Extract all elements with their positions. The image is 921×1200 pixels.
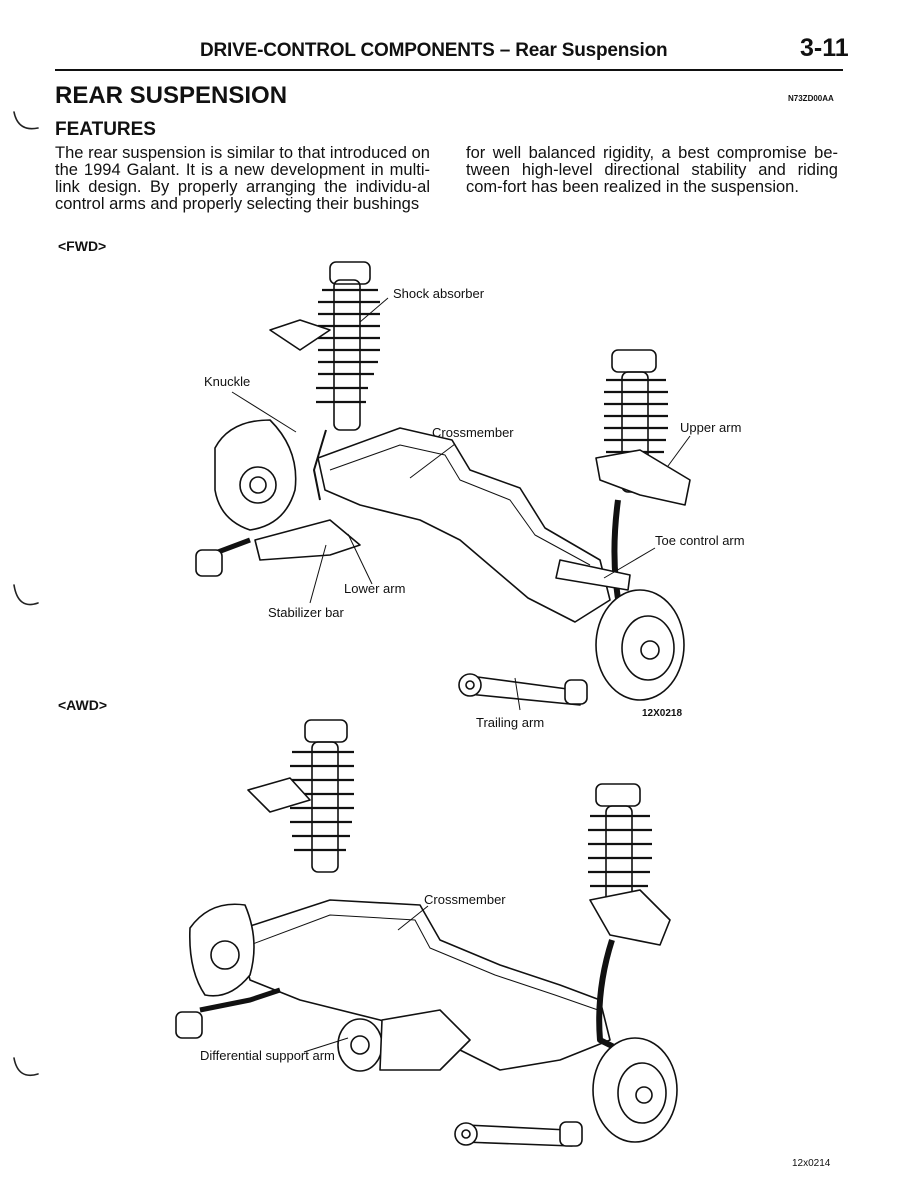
awd-right-mount <box>595 783 641 807</box>
label-lower-arm: Lower arm <box>344 581 406 596</box>
awd-suspension-drawing <box>175 719 678 1147</box>
fwd-trailing-arm <box>467 675 581 706</box>
binding-mark-middle <box>13 584 39 606</box>
awd-crossmember <box>237 899 611 1071</box>
header-rule <box>55 69 843 71</box>
body-column-right: for well balanced rigidity, a best compr… <box>466 144 838 196</box>
fwd-toe-control-arm <box>555 559 631 591</box>
label-knuckle: Knuckle <box>204 374 251 389</box>
fwd-left-mount <box>329 261 371 285</box>
running-header: DRIVE-CONTROL COMPONENTS – Rear Suspensi… <box>200 40 668 62</box>
binding-marks <box>13 111 39 1077</box>
label-crossmember-awd: Crossmember <box>424 892 506 907</box>
fwd-suspension-drawing <box>195 261 691 706</box>
figure-code-fwd: 12X0218 <box>642 708 683 719</box>
label-upper-arm: Upper arm <box>680 420 742 435</box>
label-toe-control-arm: Toe control arm <box>655 533 745 548</box>
binding-mark-top <box>13 111 39 130</box>
fwd-leader-lines <box>231 297 691 711</box>
fwd-crossmember <box>317 427 611 623</box>
doc-code: N73ZD00AA <box>788 94 834 103</box>
awd-leader-lines <box>303 905 429 1053</box>
fwd-right-mount <box>611 349 657 373</box>
fwd-lower-arm <box>254 519 361 561</box>
header-title-main: DRIVE-CONTROL COMPONENTS – <box>200 40 511 61</box>
label-shock-absorber: Shock absorber <box>393 286 485 301</box>
page-number: 3-11 <box>800 34 849 62</box>
label-stabilizer-bar: Stabilizer bar <box>268 605 344 620</box>
section-subtitle: FEATURES <box>55 119 156 140</box>
fwd-upper-arm <box>595 449 691 506</box>
label-differential-support-arm: Differential support arm <box>200 1048 335 1063</box>
variant-label-awd: <AWD> <box>58 697 108 713</box>
section-title: REAR SUSPENSION <box>55 82 288 109</box>
variant-label-fwd: <FWD> <box>58 238 107 254</box>
fwd-bushing <box>195 549 223 577</box>
binding-mark-bottom <box>13 1057 39 1077</box>
label-trailing-arm: Trailing arm <box>476 715 545 730</box>
figure-code-awd: 12x0214 <box>792 1158 831 1169</box>
label-crossmember-fwd: Crossmember <box>432 425 514 440</box>
body-column-left: The rear suspension is similar to that i… <box>55 144 430 213</box>
awd-left-mount <box>304 719 348 743</box>
header-title-sub: Rear Suspension <box>515 40 668 61</box>
